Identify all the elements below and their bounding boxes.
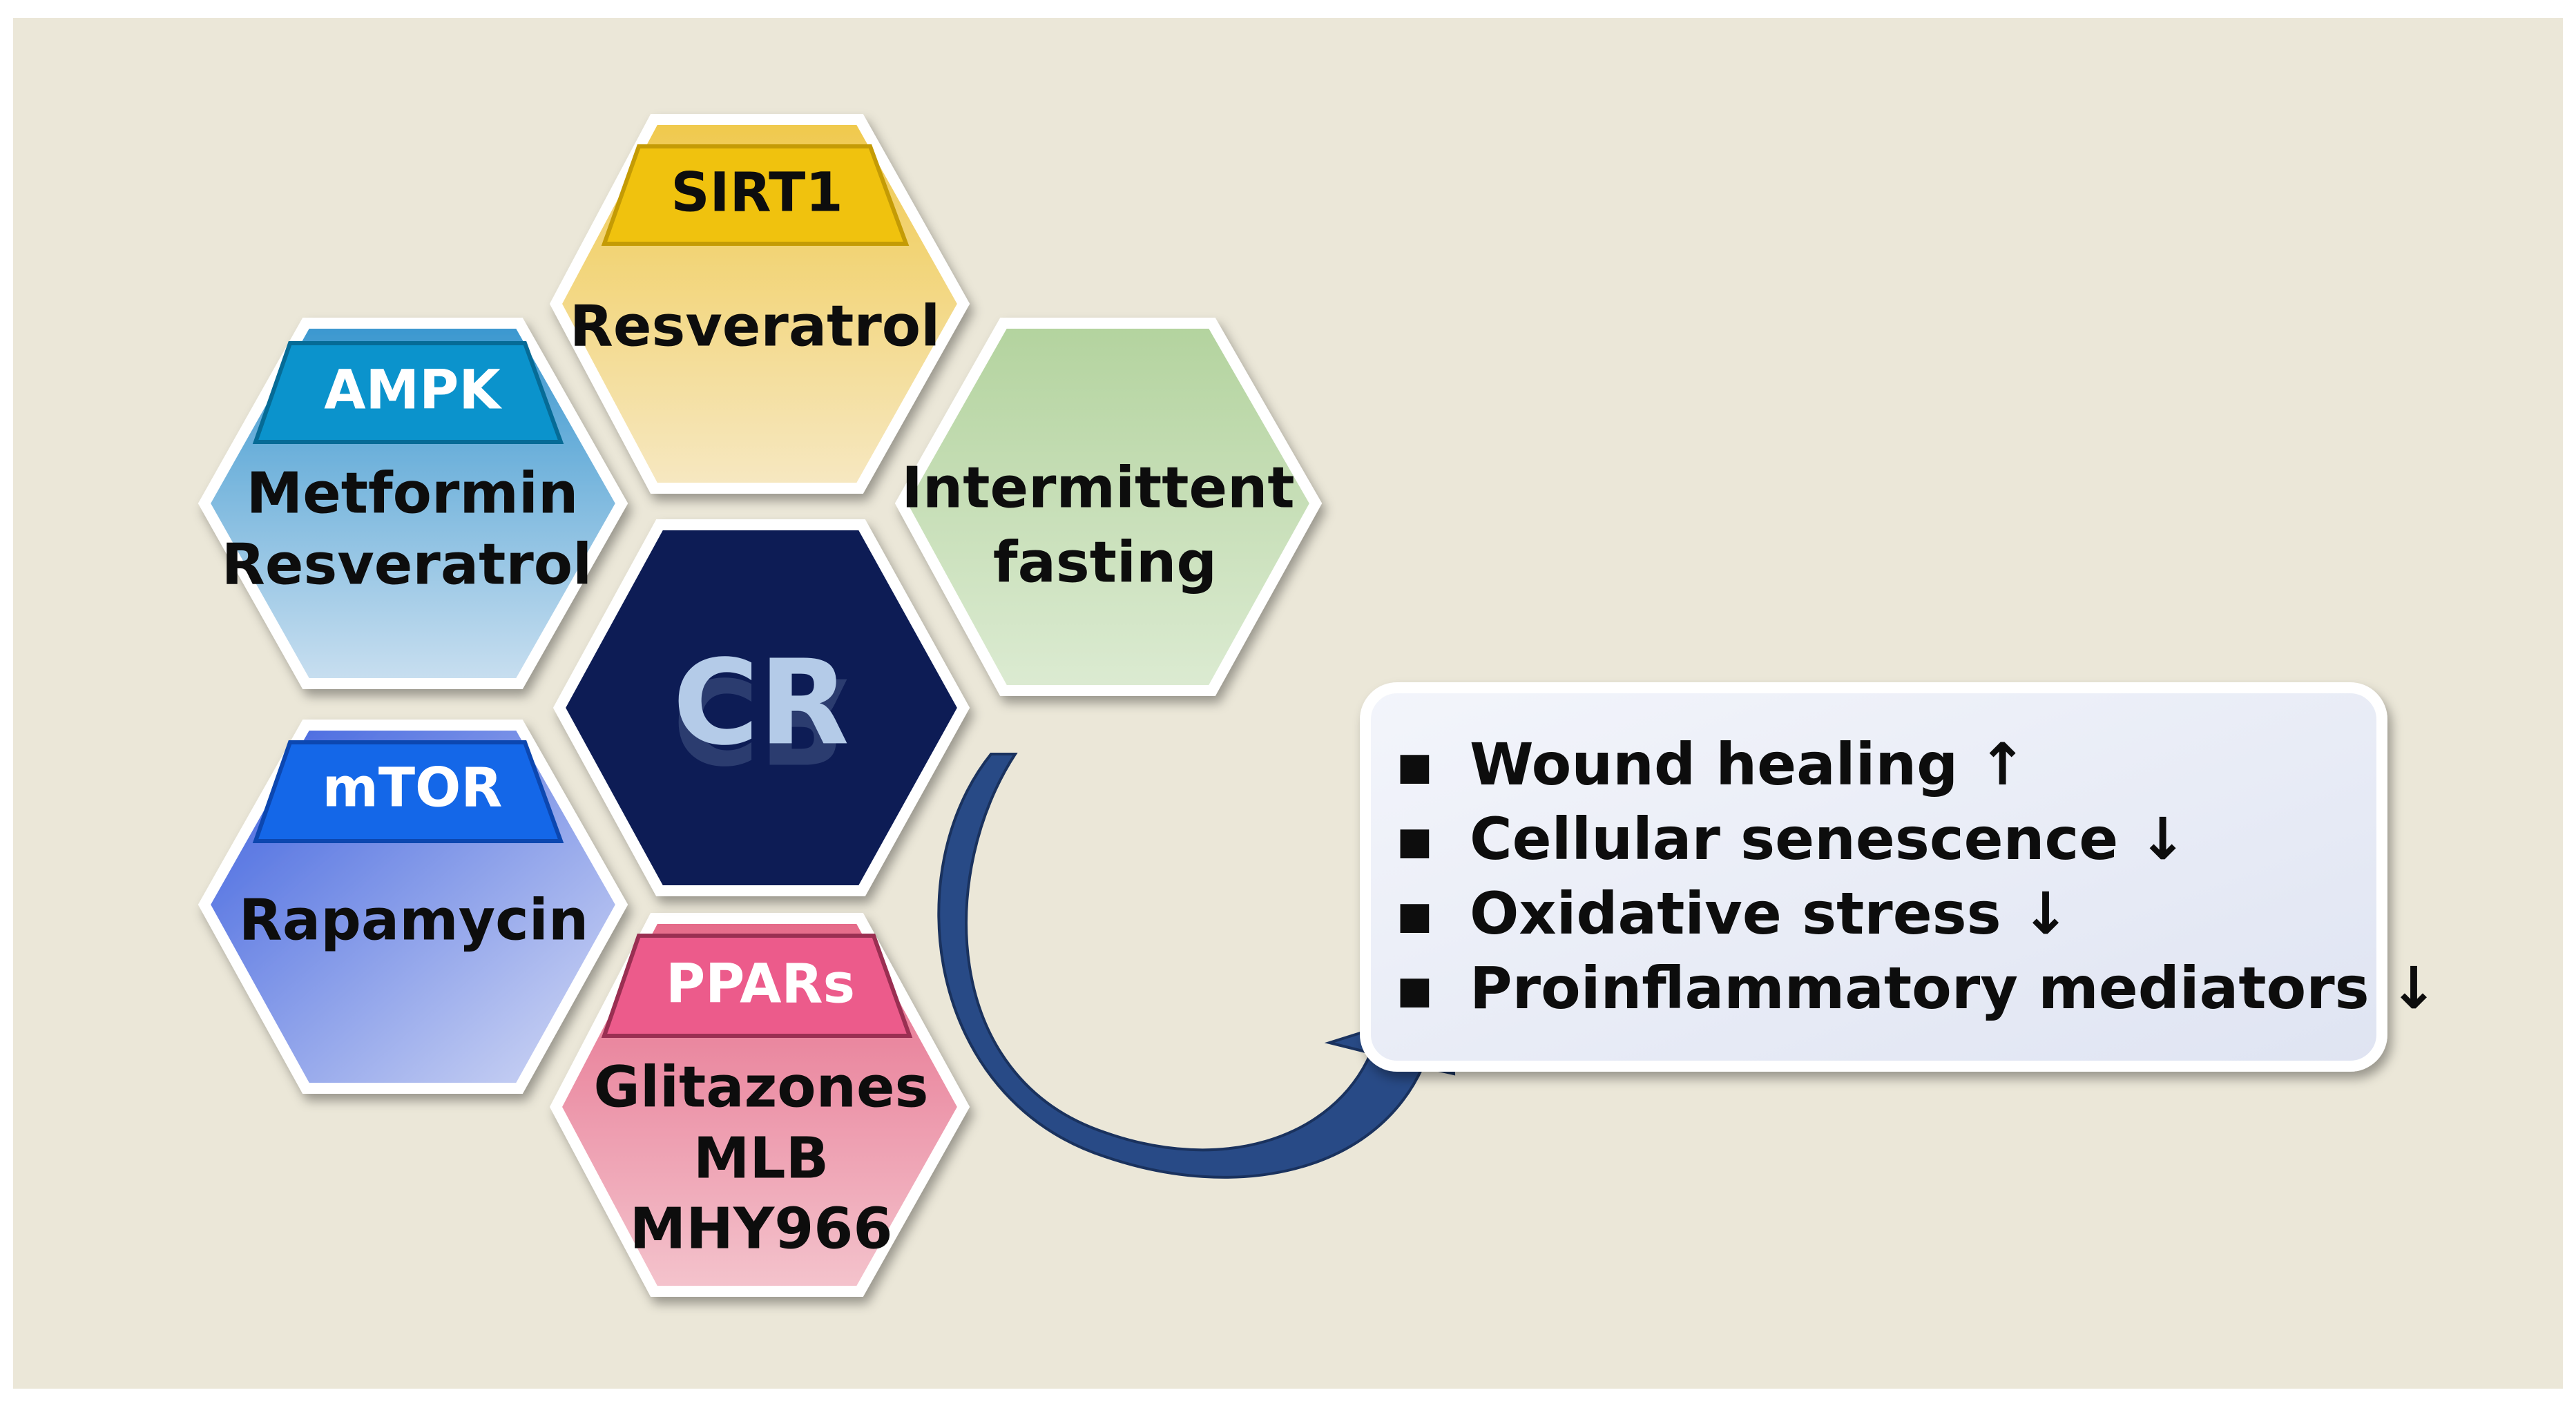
mtor-tag: mTOR	[323, 757, 503, 819]
effect-bullet: ▪	[1395, 880, 1434, 947]
fasting-hexagon: Intermittent fasting	[894, 318, 1323, 696]
effect-bullet: ▪	[1395, 954, 1434, 1022]
ppars-tag: PPARs	[666, 953, 855, 1015]
effect-bullet: ▪	[1395, 805, 1434, 873]
cr-hexagon: CR CR	[552, 519, 970, 896]
effects-list: ▪ Wound healing ↑ ▪ Cellular senescence …	[1395, 731, 2438, 1022]
mtor-hexagon: mTOR Rapamycin	[198, 720, 628, 1094]
sirt1-hexagon: SIRT1 Resveratrol	[549, 114, 970, 494]
mtor-line-1: Rapamycin	[239, 887, 589, 953]
ppars-hexagon: PPARs Glitazones MLB MHY966	[549, 913, 970, 1297]
ampk-hexagon: AMPK Metformin Resveratrol	[198, 318, 628, 689]
ppars-line-2: MLB	[693, 1126, 829, 1191]
effects-box	[1360, 682, 2387, 1072]
effect-item-1: Wound healing ↑	[1470, 731, 2027, 798]
effect-bullet: ▪	[1395, 731, 1434, 798]
fasting-line-2: fasting	[993, 530, 1217, 595]
cr-label: CR	[673, 635, 849, 771]
ampk-line-2: Resveratrol	[222, 532, 592, 597]
ampk-line-1: Metformin	[247, 461, 579, 526]
ppars-line-1: Glitazones	[594, 1054, 929, 1120]
cr-reflection: CR	[673, 651, 849, 788]
sirt1-line-1: Resveratrol	[570, 293, 940, 359]
effect-item-4: Proinflammatory mediators ↓	[1470, 954, 2438, 1022]
ppars-line-3: MHY966	[630, 1196, 893, 1262]
fasting-line-1: Intermittent	[901, 455, 1294, 521]
ampk-tag: AMPK	[324, 359, 502, 421]
sirt1-tag: SIRT1	[671, 162, 843, 224]
effect-item-3: Oxidative stress ↓	[1470, 880, 2070, 947]
effect-item-2: Cellular senescence ↓	[1470, 805, 2187, 873]
